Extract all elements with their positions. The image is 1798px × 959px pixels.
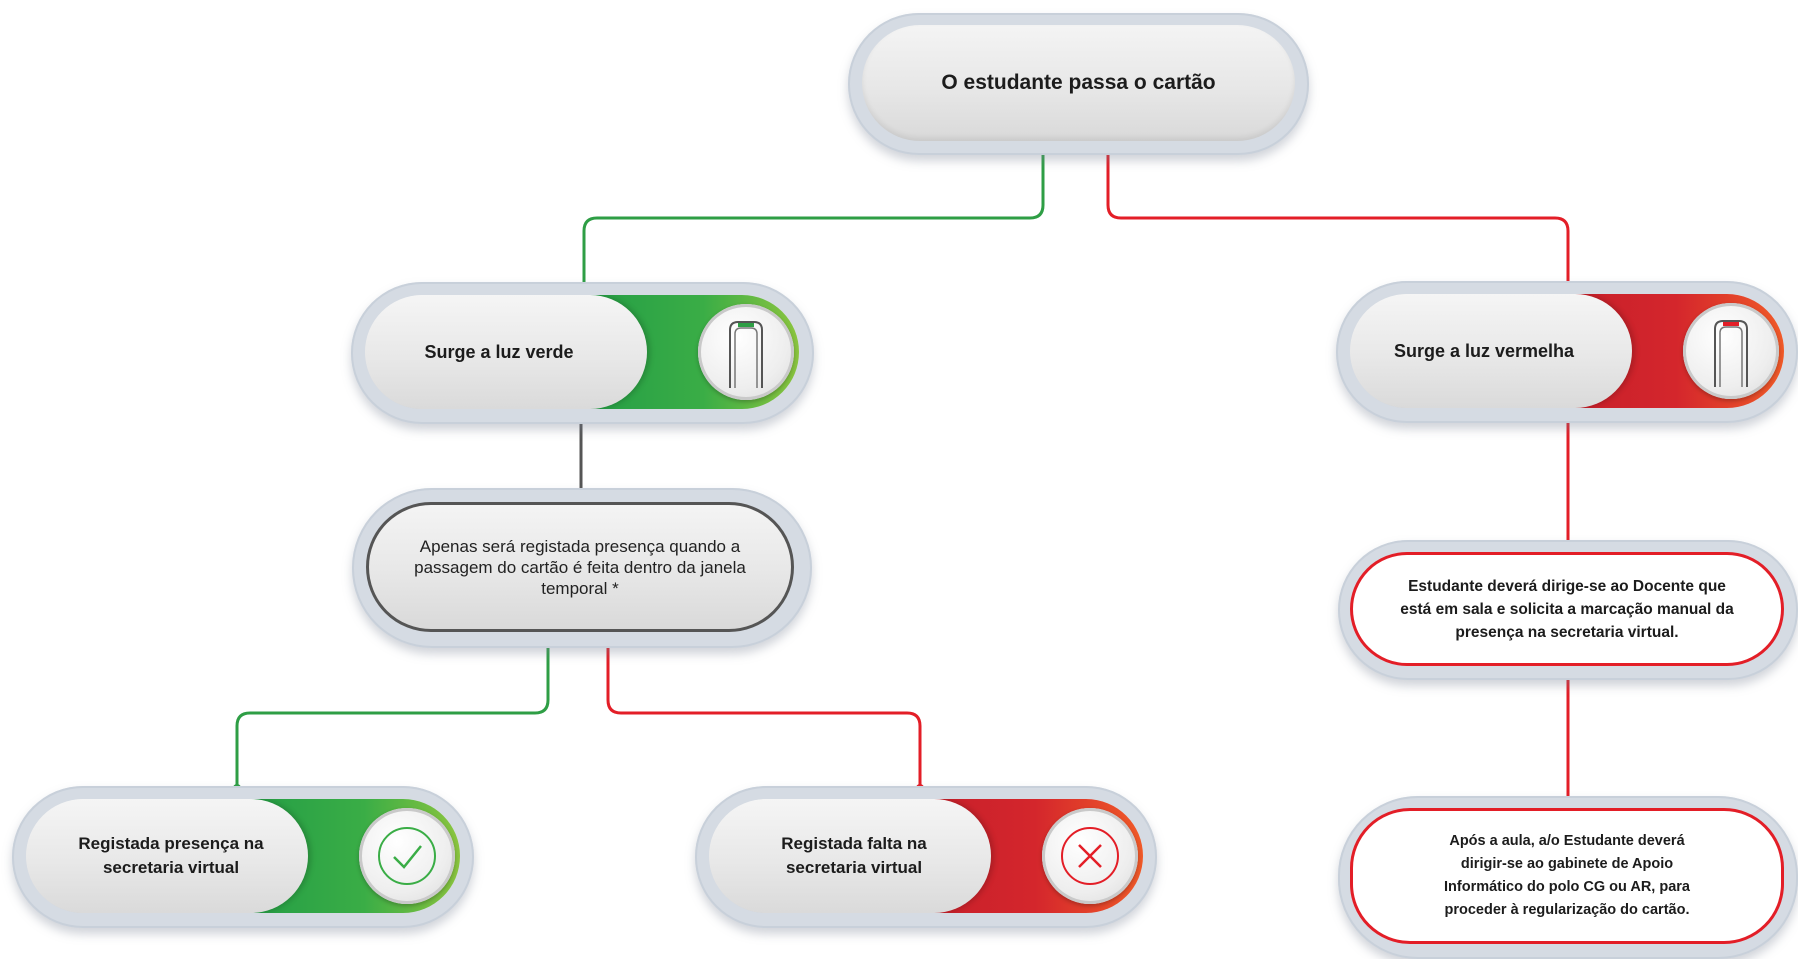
green-light-node: Surge a luz verde xyxy=(351,282,814,424)
after-class-box: Após a aula, a/o Estudante deverá dirigi… xyxy=(1350,808,1784,944)
connector-condition-to-presence xyxy=(235,638,550,788)
red-light-label: Surge a luz vermelha xyxy=(1393,340,1575,361)
after-class-node: Após a aula, a/o Estudante deverá dirigi… xyxy=(1338,796,1798,959)
absence-node: Registada falta na secretaria virtual xyxy=(695,786,1157,928)
green-light-label: Surge a luz verde xyxy=(424,341,574,362)
after-class-label: Após a aula, a/o Estudante deverá dirigi… xyxy=(1444,833,1690,918)
connector-start-to-red xyxy=(1106,138,1570,296)
absence-label: Registada falta na secretaria virtual xyxy=(781,834,927,877)
teacher-step-node: Estudante deverá dirige-se ao Docente qu… xyxy=(1338,540,1798,680)
check-circle-icon xyxy=(359,808,455,904)
teacher-step-box: Estudante deverá dirige-se ao Docente qu… xyxy=(1350,552,1784,666)
card-reader-green-icon xyxy=(698,304,794,400)
red-light-node: Surge a luz vermelha xyxy=(1336,281,1798,423)
condition-node: Apenas será registada presença quando a … xyxy=(352,488,812,648)
presence-node: Registada presença na secretaria virtual xyxy=(12,786,474,928)
presence-label: Registada presença na secretaria virtual xyxy=(78,834,264,877)
connector-start-to-green xyxy=(582,138,1045,296)
x-circle-icon xyxy=(1042,808,1138,904)
card-reader-red-icon xyxy=(1683,303,1779,399)
start-node-label: O estudante passa o cartão xyxy=(941,71,1216,94)
start-node: O estudante passa o cartão xyxy=(848,13,1309,155)
connector-condition-to-absence xyxy=(606,638,922,788)
condition-label: Apenas será registada presença quando a … xyxy=(414,536,746,598)
teacher-step-label: Estudante deverá dirige-se ao Docente qu… xyxy=(1400,577,1734,641)
